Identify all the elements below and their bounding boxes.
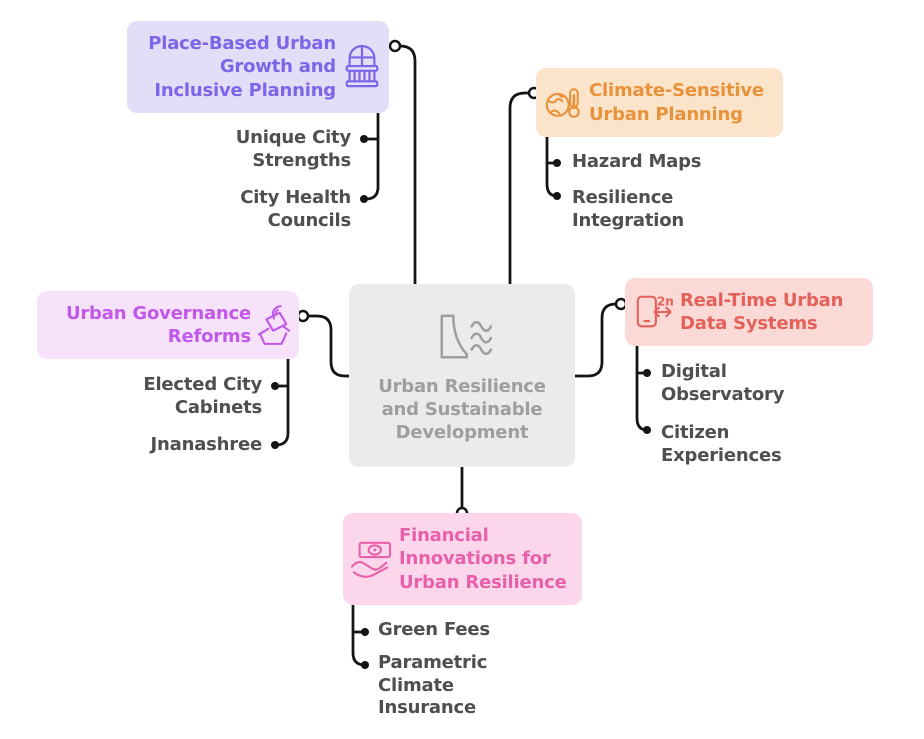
child-resilience-integration: Resilience Integration xyxy=(572,187,684,231)
connector-governance xyxy=(306,314,351,378)
child-unique-city-strengths: Unique City Strengths xyxy=(235,127,351,171)
connector-realtime xyxy=(573,302,618,378)
bullet-city-health xyxy=(360,195,368,203)
bullet-hazard-maps xyxy=(553,159,561,167)
branch-label: Real-Time Urban Data Systems xyxy=(680,289,844,334)
ballot-vote-icon xyxy=(257,305,291,345)
dam-waves-icon xyxy=(440,314,493,359)
child-digital-observatory: Digital Observatory xyxy=(661,361,785,405)
child-parametric-climate-insurance: Parametric Climate Insurance xyxy=(378,652,488,718)
bullet-elected-city xyxy=(271,382,279,390)
bullet-parametric xyxy=(361,661,369,669)
branch-label: Climate-Sensitive Urban Planning xyxy=(589,80,764,125)
center-label: Urban Resilience and Sustainable Develop… xyxy=(378,375,546,444)
bullet-jnanashree xyxy=(271,441,279,449)
node-real-time-urban-data: 2m Real-Time Urban Data Systems xyxy=(625,278,873,346)
child-elected-city-cabinets: Elected City Cabinets xyxy=(143,374,262,418)
child-jnanashree: Jnanashree xyxy=(150,434,263,455)
node-financial-innovations: Financial Innovations for Urban Resilien… xyxy=(343,513,582,605)
branch-label: Financial Innovations for Urban Resilien… xyxy=(399,525,567,593)
bullet-resilience-integration xyxy=(553,192,561,200)
ring-place-based xyxy=(388,39,402,53)
connector-realtime-children xyxy=(635,344,649,432)
balcony-icon xyxy=(345,44,379,88)
connector-climate xyxy=(508,91,531,286)
branch-label: Place-Based Urban Growth and Inclusive P… xyxy=(148,33,336,101)
bullet-citizen-experiences xyxy=(643,426,651,434)
child-green-fees: Green Fees xyxy=(378,619,490,640)
branch-label: Urban Governance Reforms xyxy=(65,302,251,347)
node-place-based-urban-growth: Place-Based Urban Growth and Inclusive P… xyxy=(127,21,389,113)
node-urban-governance-reforms: Urban Governance Reforms xyxy=(37,291,299,359)
connector-place-based xyxy=(398,44,417,286)
ring-governance xyxy=(296,309,310,323)
phone-2m-icon: 2m xyxy=(636,294,673,328)
svg-text:2m: 2m xyxy=(657,294,673,308)
bullet-digital-observatory xyxy=(643,369,651,377)
child-hazard-maps: Hazard Maps xyxy=(572,151,702,172)
connector-governance-children xyxy=(273,357,290,447)
node-climate-sensitive-planning: Climate-Sensitive Urban Planning xyxy=(536,68,783,137)
bullet-green-fees xyxy=(361,628,369,636)
bullet-unique-city xyxy=(360,135,368,143)
child-city-health-councils: City Health Councils xyxy=(240,187,351,231)
node-center-urban-resilience: Urban Resilience and Sustainable Develop… xyxy=(349,284,575,467)
globe-thermometer-icon xyxy=(545,87,580,118)
connector-place-based-children xyxy=(362,111,380,201)
banknote-hand-icon xyxy=(350,541,392,578)
child-citizen-experiences: Citizen Experiences xyxy=(661,422,782,466)
